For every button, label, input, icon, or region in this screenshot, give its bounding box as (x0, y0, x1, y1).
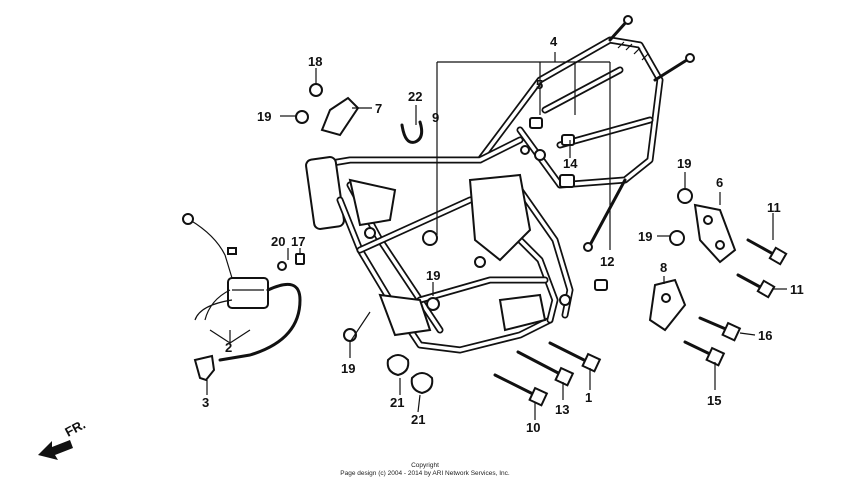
callout-8: 8 (660, 260, 667, 275)
bracket-7 (320, 96, 360, 137)
callout-4: 4 (550, 34, 558, 49)
callout-17: 17 (291, 234, 305, 249)
callout-1: 1 (585, 390, 592, 405)
leader-lines (206, 52, 787, 420)
callout-21b: 21 (411, 412, 425, 427)
callout-19e: 19 (341, 361, 355, 376)
frame-body (305, 15, 695, 354)
callout-labels: 1 2 3 4 5 6 7 8 9 10 11 11 12 13 14 15 1… (62, 34, 803, 440)
callout-7: 7 (375, 101, 382, 116)
callout-12: 12 (600, 254, 614, 269)
ignition-coil-2 (182, 213, 302, 362)
callout-14: 14 (563, 156, 578, 171)
rubber-21 (386, 354, 434, 395)
callout-6: 6 (716, 175, 723, 190)
callout-2: 2 (225, 340, 232, 355)
bracket-6 (693, 203, 737, 264)
front-direction-arrow-icon (38, 440, 73, 460)
callout-15: 15 (707, 393, 721, 408)
callout-19b: 19 (677, 156, 691, 171)
callout-19c: 19 (638, 229, 652, 244)
plug-cap-3 (193, 354, 216, 382)
callout-9: 9 (432, 110, 439, 125)
callout-19d: 19 (426, 268, 440, 283)
bolt-17-20 (277, 253, 305, 271)
bracket-8 (648, 278, 687, 332)
callout-13: 13 (555, 402, 569, 417)
callout-22: 22 (408, 89, 422, 104)
callout-19a: 19 (257, 109, 271, 124)
callout-11b: 11 (790, 282, 804, 297)
collar-5-14 (529, 117, 608, 291)
direction-label: FR. (62, 417, 88, 440)
callout-3: 3 (202, 395, 209, 410)
copyright-line: Copyright (411, 462, 439, 469)
callout-16: 16 (758, 328, 772, 343)
callout-21a: 21 (390, 395, 404, 410)
callout-10: 10 (526, 420, 540, 435)
callout-20: 20 (271, 234, 285, 249)
callout-18: 18 (308, 54, 322, 69)
nut-18 (309, 83, 323, 97)
clip-22 (400, 120, 424, 144)
page-design-credit: Page design (c) 2004 - 2014 by ARI Netwo… (340, 470, 510, 477)
callout-11a: 11 (767, 200, 781, 215)
bolt-set (493, 238, 788, 407)
callout-5: 5 (536, 77, 543, 92)
